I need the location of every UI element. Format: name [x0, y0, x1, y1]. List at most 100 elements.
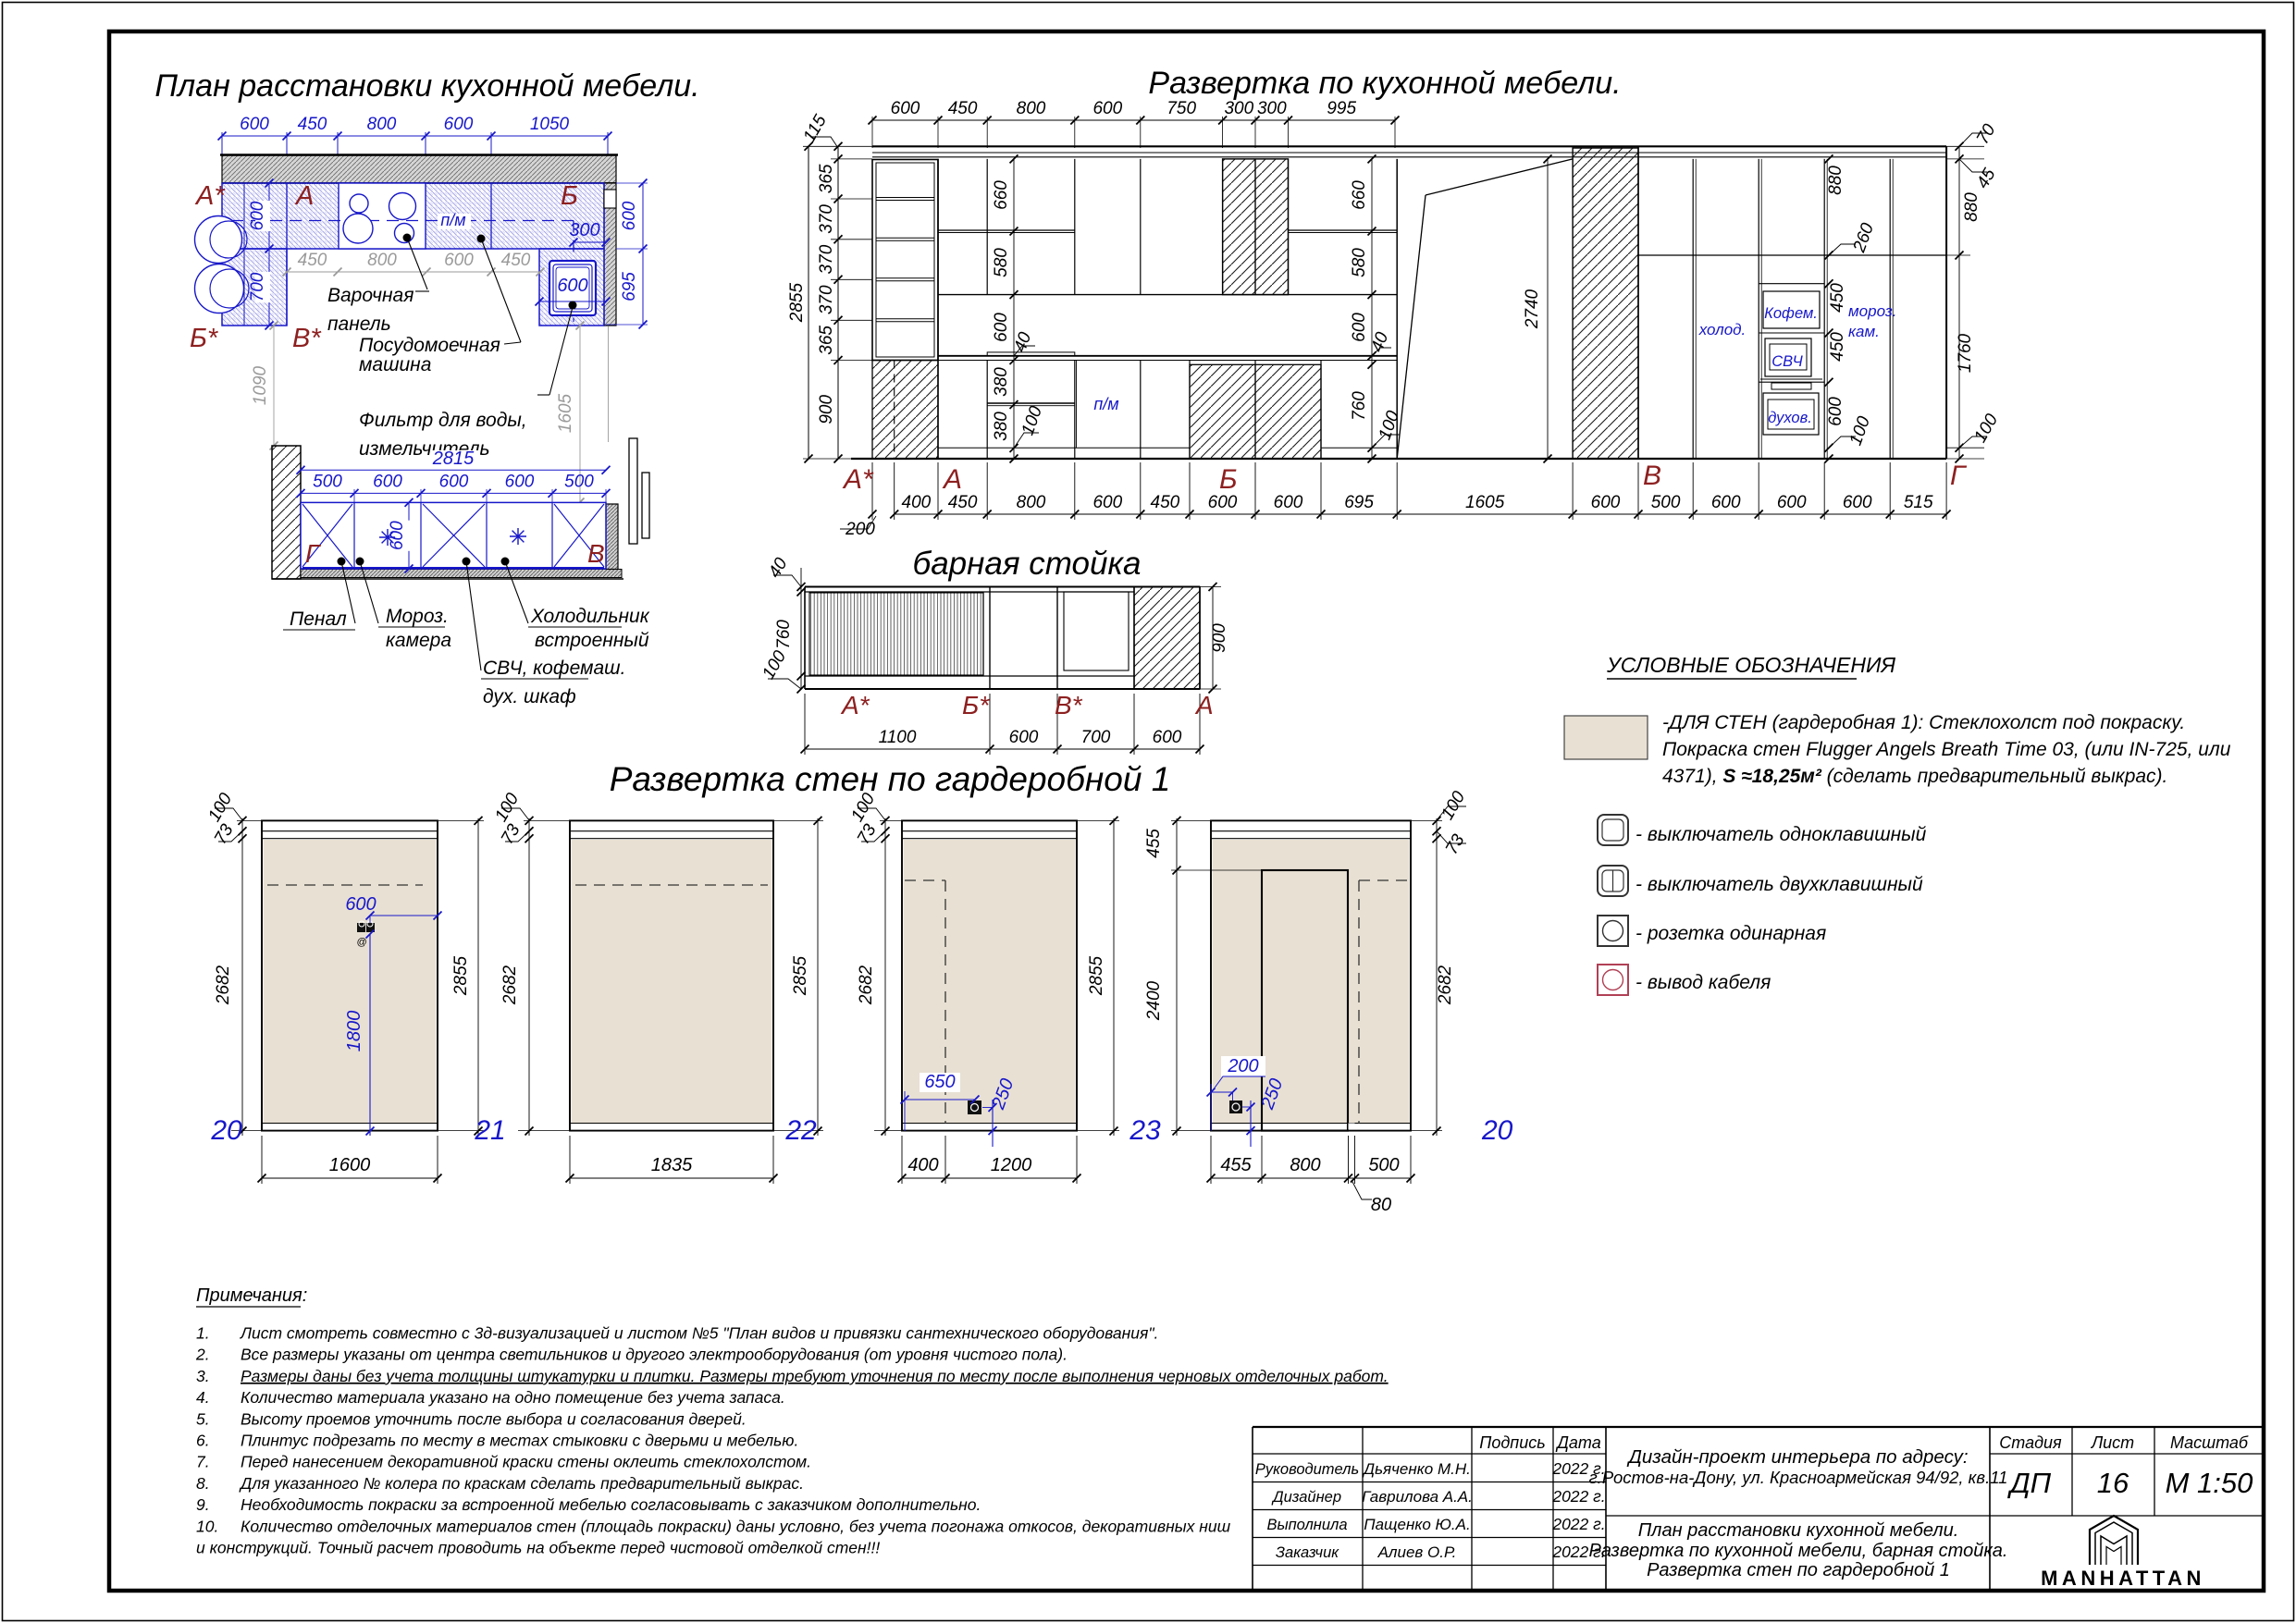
svg-text:600: 600	[557, 276, 587, 296]
svg-text:800: 800	[367, 115, 397, 134]
svg-text:450: 450	[1828, 283, 1847, 313]
svg-text:- розетка одинарная: - розетка одинарная	[1636, 923, 1826, 944]
svg-text:п/м: п/м	[1093, 395, 1118, 413]
svg-text:-ДЛЯ СТЕН (гардеробная 1): Сте: -ДЛЯ СТЕН (гардеробная 1): Стеклохолст п…	[1662, 712, 2185, 733]
svg-text:760: 760	[774, 620, 794, 649]
svg-text:Для указанного № колера по кра: Для указанного № колера по краскам сдела…	[239, 1474, 804, 1493]
svg-text:600: 600	[992, 313, 1011, 342]
svg-text:600: 600	[620, 201, 639, 230]
svg-text:Пенал: Пенал	[290, 609, 347, 630]
svg-text:2855: 2855	[787, 283, 807, 324]
svg-text:600: 600	[240, 115, 269, 134]
svg-text:2855: 2855	[451, 955, 471, 996]
svg-text:1835: 1835	[651, 1155, 693, 1175]
svg-text:УСЛОВНЫЕ ОБОЗНАЧЕНИЯ: УСЛОВНЫЕ ОБОЗНАЧЕНИЯ	[1606, 653, 1895, 677]
svg-text:6.: 6.	[196, 1432, 210, 1450]
svg-text:1760: 1760	[1956, 333, 1975, 373]
svg-text:В: В	[587, 539, 605, 568]
svg-text:650: 650	[924, 1072, 955, 1092]
svg-text:455: 455	[1144, 829, 1164, 858]
svg-text:- выключатель двухклавишный: - выключатель двухклавишный	[1636, 874, 1923, 895]
svg-text:7.: 7.	[196, 1453, 210, 1471]
svg-text:Развертка стен по гардеробной: Развертка стен по гардеробной 1	[610, 760, 1171, 798]
svg-text:600: 600	[505, 472, 535, 491]
svg-text:Холодильник: Холодильник	[530, 606, 650, 627]
svg-text:Перед нанесением декоративной: Перед нанесением декоративной краски сте…	[241, 1453, 811, 1471]
svg-text:400: 400	[907, 1155, 938, 1175]
svg-text:750: 750	[1167, 99, 1196, 118]
svg-text:200: 200	[1227, 1056, 1258, 1076]
svg-text:2815: 2815	[432, 449, 475, 469]
svg-text:880: 880	[1962, 192, 1981, 222]
svg-text:В*: В*	[1055, 691, 1083, 719]
svg-text:мороз.: мороз.	[1848, 302, 1896, 320]
svg-text:450: 450	[298, 251, 327, 270]
svg-text:370: 370	[817, 244, 836, 274]
svg-text:Дизайнер: Дизайнер	[1271, 1489, 1341, 1506]
svg-text:600: 600	[1777, 493, 1807, 512]
svg-text:План расстановки кухонной мебе: План расстановки кухонной мебели.	[1638, 1520, 1959, 1541]
svg-text:Б*: Б*	[962, 691, 990, 719]
svg-text:А: А	[294, 181, 314, 211]
svg-text:450: 450	[1151, 493, 1180, 512]
svg-text:5.: 5.	[196, 1409, 210, 1428]
svg-text:370: 370	[817, 204, 836, 234]
svg-text:4371), S ≈18,25м² (сделать пре: 4371), S ≈18,25м² (сделать предварительн…	[1662, 766, 2167, 787]
svg-text:3.: 3.	[196, 1367, 210, 1385]
svg-text:Посудомоечная: Посудомоечная	[359, 335, 500, 356]
svg-text:2682: 2682	[1436, 965, 1455, 1005]
svg-text:600: 600	[1208, 493, 1238, 512]
svg-text:200: 200	[845, 520, 875, 539]
svg-text:Масштаб: Масштаб	[2170, 1433, 2249, 1452]
svg-text:машина: машина	[359, 354, 431, 375]
svg-text:300: 300	[569, 220, 599, 240]
svg-text:А*: А*	[194, 181, 226, 211]
svg-text:В: В	[1643, 461, 1661, 491]
svg-text:660: 660	[1350, 180, 1369, 210]
svg-text:2022 г.: 2022 г.	[1551, 1515, 1605, 1533]
svg-text:Фильтр для воды,: Фильтр для воды,	[359, 410, 527, 431]
svg-text:4.: 4.	[196, 1388, 210, 1407]
svg-text:600: 600	[1153, 728, 1182, 747]
svg-text:365: 365	[817, 326, 836, 355]
svg-text:600: 600	[1711, 493, 1741, 512]
svg-text:Подпись: Подпись	[1479, 1433, 1545, 1452]
svg-text:900: 900	[817, 395, 836, 424]
svg-text:600: 600	[1092, 99, 1122, 118]
svg-text:580: 580	[1350, 248, 1369, 277]
svg-text:ДП: ДП	[2007, 1467, 2052, 1499]
svg-text:и конструкций. Точный расчет п: и конструкций. Точный расчет проводить н…	[196, 1539, 880, 1557]
svg-text:Необходимость покраски за встр: Необходимость покраски за встроенной меб…	[241, 1495, 981, 1514]
svg-text:600: 600	[345, 894, 376, 915]
svg-text:500: 500	[564, 472, 594, 491]
svg-text:600: 600	[1591, 493, 1621, 512]
svg-text:580: 580	[992, 248, 1011, 277]
svg-text:700: 700	[1081, 728, 1111, 747]
svg-text:барная стойка: барная стойка	[913, 546, 1142, 582]
svg-text:2400: 2400	[1144, 980, 1164, 1021]
svg-text:800: 800	[367, 251, 397, 270]
svg-text:1800: 1800	[344, 1011, 364, 1052]
svg-text:Все размеры указаны от центра: Все размеры указаны от центра светильник…	[241, 1346, 1068, 1364]
svg-text:1605: 1605	[1465, 493, 1505, 512]
svg-text:20: 20	[1481, 1115, 1513, 1146]
svg-text:дух. шкаф: дух. шкаф	[483, 686, 576, 707]
svg-text:450: 450	[1828, 332, 1847, 362]
svg-text:Лист смотреть совместно с 3д-в: Лист смотреть совместно с 3д-визуализаци…	[240, 1324, 1158, 1343]
svg-text:Мороз.: Мороз.	[386, 606, 449, 627]
svg-text:СВЧ, кофемаш.: СВЧ, кофемаш.	[483, 658, 625, 679]
svg-text:Количество отделочных материал: Количество отделочных материалов стен (п…	[241, 1517, 1231, 1535]
svg-text:600: 600	[1009, 728, 1039, 747]
svg-text:А: А	[1194, 691, 1214, 719]
svg-text:695: 695	[620, 272, 639, 301]
svg-text:А*: А*	[842, 464, 874, 495]
svg-text:600: 600	[439, 472, 469, 491]
svg-text:600: 600	[444, 251, 474, 270]
svg-text:380: 380	[992, 367, 1011, 397]
svg-text:370: 370	[817, 285, 836, 314]
svg-text:800: 800	[1290, 1155, 1320, 1175]
svg-text:Кофем.: Кофем.	[1764, 305, 1818, 322]
svg-text:Стадия: Стадия	[1999, 1433, 2062, 1452]
svg-text:2740: 2740	[1523, 289, 1542, 329]
svg-text:300: 300	[1257, 99, 1287, 118]
